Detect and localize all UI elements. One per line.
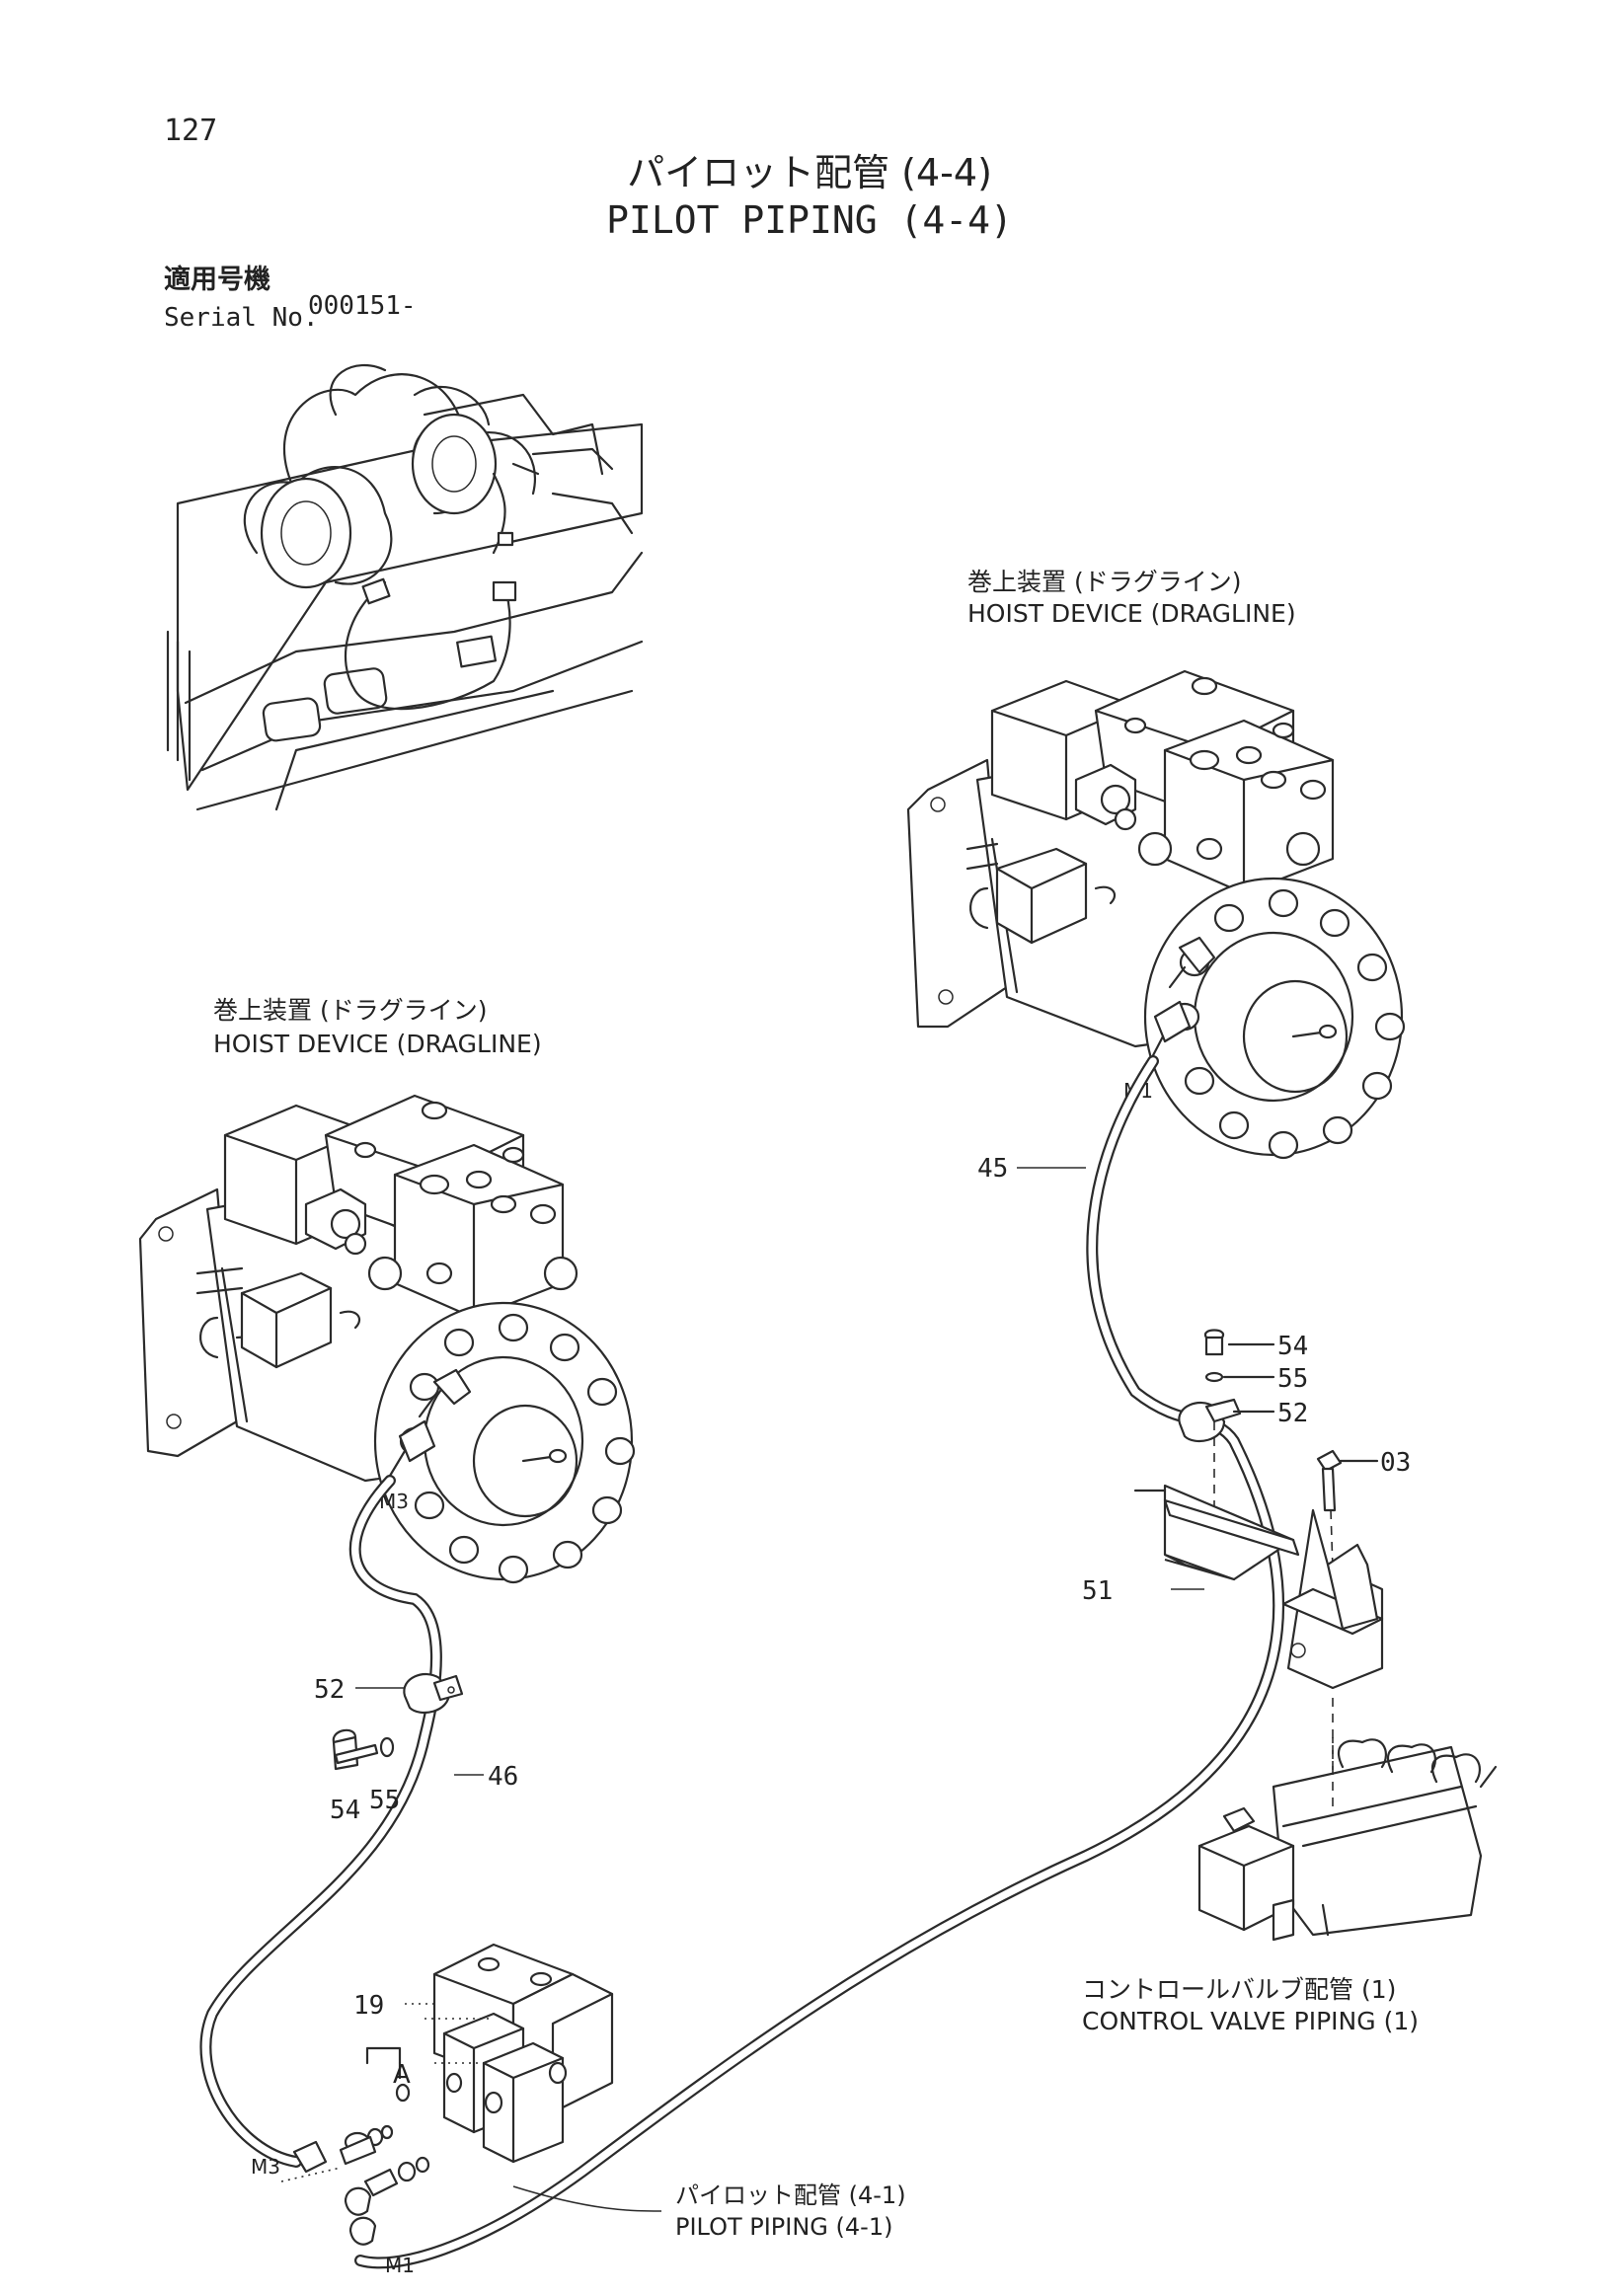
hose-46 (199, 1475, 442, 2168)
port-m1-lower: M1 (385, 2254, 415, 2277)
serial-label-english: Serial No. (164, 303, 319, 333)
hoist-device-right (906, 669, 1406, 1160)
detail-a-label: A (393, 2060, 411, 2090)
location-key-map (166, 363, 644, 811)
hoist-right-label-jp: 巻上装置 (ドラグライン) (967, 568, 1241, 596)
callout-03: 03 (1380, 1448, 1411, 1478)
clamp-assembly-right (1133, 1329, 1384, 1806)
hose-45 (354, 1055, 1285, 2269)
page-number: 127 (164, 114, 217, 148)
serial-number: 000151- (308, 291, 417, 321)
hoist-right-label-en: HOIST DEVICE (DRAGLINE) (967, 599, 1296, 628)
callout-55-left: 55 (369, 1786, 400, 1815)
title-english: PILOT PIPING (4-4) (606, 198, 1013, 242)
callout-leaders (355, 1167, 1204, 2212)
callout-52-left: 52 (314, 1675, 345, 1705)
callout-51: 51 (1082, 1576, 1113, 1606)
port-m3-lower: M3 (251, 2155, 280, 2179)
callout-55-right: 55 (1277, 1364, 1308, 1394)
fittings-bottom (280, 2046, 430, 2246)
control-valve-label-jp: コントロールバルブ配管 (1) (1082, 1975, 1396, 2004)
callout-52-right: 52 (1277, 1399, 1308, 1428)
pilot-ref-label-en: PILOT PIPING (4-1) (675, 2213, 892, 2241)
drum-bolts-left (399, 1313, 636, 1584)
title-japanese: パイロット配管 (4-4) (627, 151, 992, 194)
callout-54-left: 54 (330, 1796, 360, 1825)
pilot-ref-label-jp: パイロット配管 (4-1) (675, 2181, 906, 2209)
callout-46: 46 (488, 1762, 518, 1792)
hoist-left-label-jp: 巻上装置 (ドラグライン) (213, 996, 487, 1025)
clamp-assembly-left (332, 1672, 464, 1771)
control-valve-assembly (1197, 1737, 1498, 1942)
callout-19: 19 (353, 1991, 384, 2021)
hoist-device-left (138, 1094, 636, 1584)
serial-label-japanese: 適用号機 (164, 264, 270, 295)
hoist-left-label-en: HOIST DEVICE (DRAGLINE) (213, 1030, 542, 1058)
callout-45: 45 (977, 1154, 1008, 1184)
control-valve-label-en: CONTROL VALVE PIPING (1) (1082, 2007, 1419, 2035)
callout-54-right: 54 (1277, 1332, 1308, 1361)
selector-valve-block (424, 1943, 614, 2164)
